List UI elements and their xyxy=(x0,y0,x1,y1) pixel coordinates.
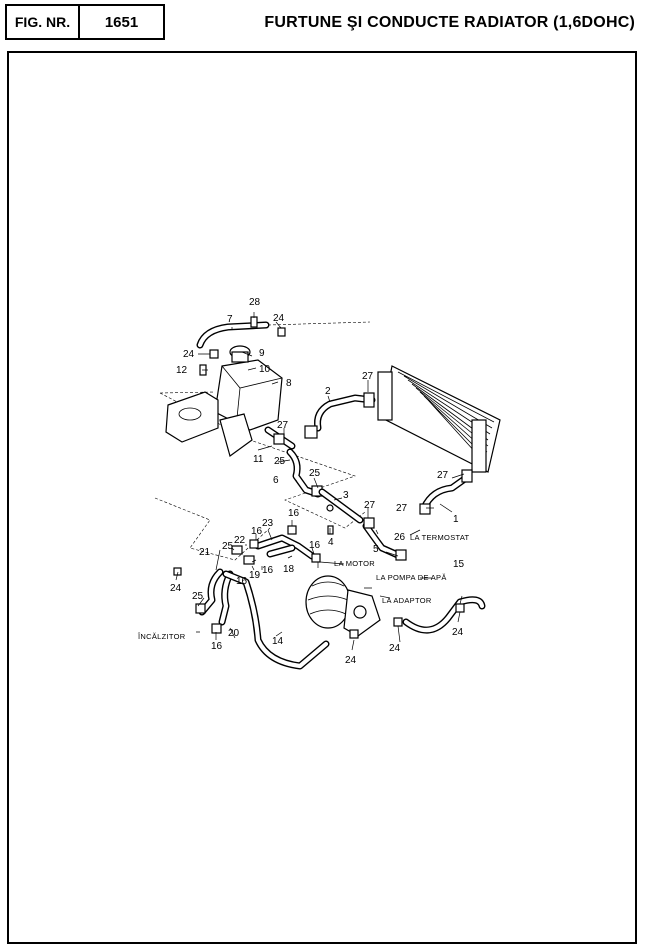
clip-24-top xyxy=(277,327,286,337)
part-number: 12 xyxy=(176,365,188,376)
clamp-27-thermostat xyxy=(419,503,431,515)
annotation-incalzitor: ÎNCĂLZITOR xyxy=(137,632,186,641)
part-number: 24 xyxy=(389,643,401,654)
clamp-26 xyxy=(395,549,407,561)
part-number: 24 xyxy=(183,349,195,360)
part-number: 16 xyxy=(288,508,300,519)
part-number: 25 xyxy=(309,468,321,479)
clamp-25-upper xyxy=(273,433,285,445)
part-number: 27 xyxy=(362,371,374,382)
part-number: 24 xyxy=(170,583,182,594)
part-number: 7 xyxy=(227,314,233,325)
part-number: 27 xyxy=(437,470,449,481)
part-number: 6 xyxy=(273,475,279,486)
radiator-hose-2 xyxy=(314,394,376,432)
part-number: 3 xyxy=(343,490,349,501)
part-number: 25 xyxy=(222,541,234,552)
part-number: 16 xyxy=(211,641,223,652)
part-number: 15 xyxy=(453,559,465,570)
connection-annotations: LA TERMOSTAT LA MOTOR LA POMPA DE APĂ LA… xyxy=(137,533,470,641)
part-number: 4 xyxy=(328,537,334,548)
part-number: 16 xyxy=(262,565,274,576)
expansion-tank xyxy=(214,345,283,431)
tank-bracket xyxy=(165,391,253,457)
part-number: 8 xyxy=(286,378,292,389)
clamp-16-heater xyxy=(211,623,222,634)
coolant-pipe-3 xyxy=(318,488,364,524)
hose-6 xyxy=(286,448,322,498)
bolt-4 xyxy=(327,525,334,535)
clamp-16-c xyxy=(311,553,321,563)
water-pump-adaptor xyxy=(305,575,381,637)
part-number: 27 xyxy=(396,503,408,514)
part-number: 20 xyxy=(228,628,240,639)
part-number: 28 xyxy=(249,297,261,308)
part-number: 21 xyxy=(199,547,211,558)
annotation-la-termostat: LA TERMOSTAT xyxy=(410,533,470,542)
part-number: 25 xyxy=(274,456,286,467)
part-number: 24 xyxy=(273,313,285,324)
part-number: 16 xyxy=(309,540,321,551)
clamp-25-heater xyxy=(195,603,206,614)
part-number: 24 xyxy=(345,655,357,666)
part-number: 24 xyxy=(452,627,464,638)
clip-28 xyxy=(250,316,258,328)
page-title: FURTUNE ŞI CONDUCTE RADIATOR (1,6DOHC) xyxy=(264,14,635,31)
annotation-la-pompa: LA POMPA DE APĂ xyxy=(376,573,447,582)
top-hose-7 xyxy=(196,321,371,349)
part-number: 11 xyxy=(253,454,264,465)
part-number: 18 xyxy=(283,564,295,575)
heater-hose-20 xyxy=(218,570,234,626)
clamp-27-lower xyxy=(304,425,318,439)
leader-lines xyxy=(175,312,465,651)
part-number: 16 xyxy=(236,576,248,587)
part-number: 27 xyxy=(364,500,376,511)
fig-number-value: 1651 xyxy=(78,4,165,40)
part-number: 25 xyxy=(192,591,204,602)
part-number: 22 xyxy=(234,535,246,546)
hose-5 xyxy=(362,522,404,560)
part-number: 16 xyxy=(251,526,263,537)
heater-pipe-assembly xyxy=(254,534,316,560)
part-number: 14 xyxy=(272,636,284,647)
clamp-27-pipe xyxy=(363,517,375,529)
diagram-frame xyxy=(7,51,637,944)
radiator xyxy=(377,365,501,473)
clamp-16-a xyxy=(287,525,297,535)
clamp-24-hose15 xyxy=(455,603,465,613)
part-number: 5 xyxy=(373,544,379,555)
fittings-22-19 xyxy=(231,539,259,565)
annotation-la-motor: LA MOTOR xyxy=(334,559,375,568)
clamp-24-adaptor xyxy=(393,617,403,627)
annotation-la-adaptor: LA ADAPTOR xyxy=(382,596,432,605)
part-number: 23 xyxy=(262,518,274,529)
clamp-27-upper xyxy=(363,392,375,408)
clamp-24-pump xyxy=(349,629,359,639)
part-number: 26 xyxy=(394,532,406,543)
part-number: 9 xyxy=(259,348,265,359)
part-number: 27 xyxy=(277,420,289,431)
clip-24-left xyxy=(209,349,219,359)
hose-15 xyxy=(402,596,486,634)
part-number: 1 xyxy=(453,514,459,525)
hose-14 xyxy=(222,570,330,670)
part-number: 2 xyxy=(325,386,331,397)
heater-hose-21 xyxy=(198,568,224,616)
part-number-labels: 28 7 24 24 9 12 10 8 2 27 27 11 25 25 6 … xyxy=(170,297,465,666)
clamp-27-radiator xyxy=(461,469,473,483)
part-number: 10 xyxy=(259,364,271,375)
part-number: 19 xyxy=(249,570,261,581)
